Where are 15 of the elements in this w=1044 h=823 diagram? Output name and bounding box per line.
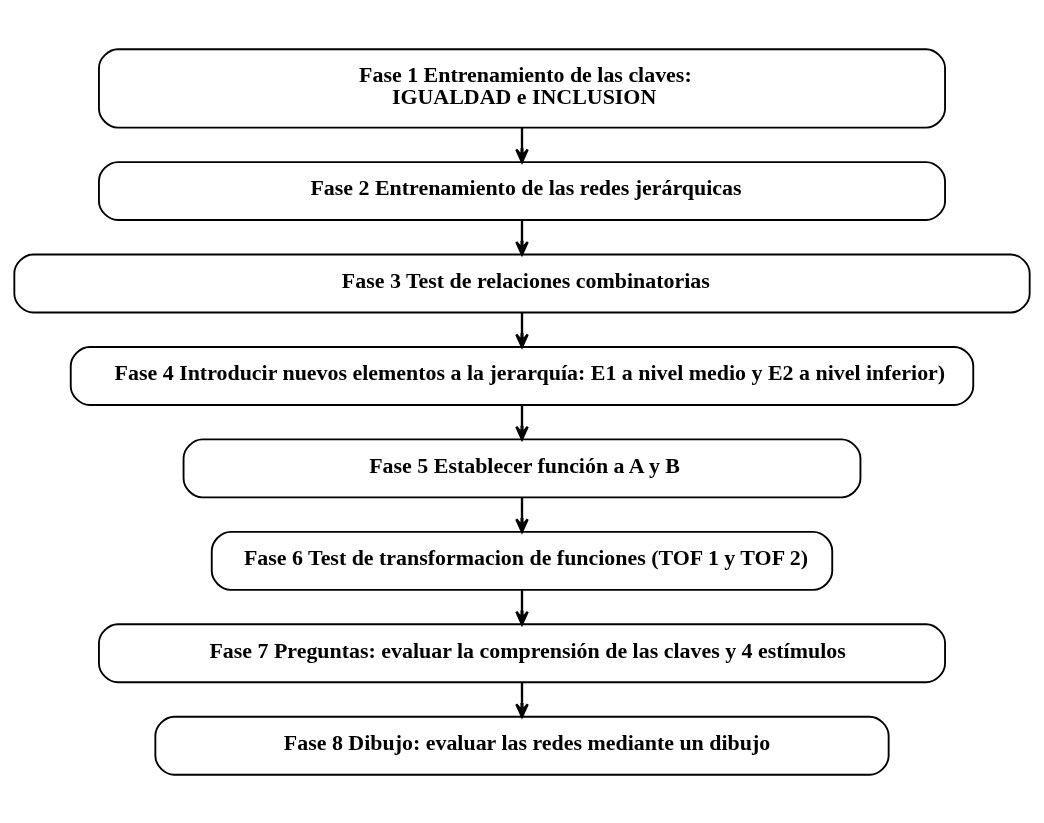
arrow [515,497,529,533]
node-box: Fase 5 Establecer función a A y B [182,438,862,498]
node-box: Fase 1 Entrenamiento de las claves: IGUALDAD e INCLUSION [98,47,946,129]
arrow [515,312,529,348]
arrow [515,404,529,441]
node-box: Fase 2 Entrenamiento de las redes jerárquicas [98,160,946,221]
node-box: Fase 7 Preguntas: evaluar la comprensión de las claves y 4 estímulos [98,622,946,683]
arrow [515,127,529,163]
node-box: Fase 4 Introducir nuevos elementos a la jerarquía: E1 a nivel medio y E2 a nivel inferior) [69,345,975,406]
arrow [515,589,529,625]
node-box: Fase 8 Dibujo: evaluar las redes mediante un dibujo [154,715,890,776]
arrow [515,219,529,256]
node-box: Fase 6 Test de transformacion de funciones (TOF 1 y TOF 2) [210,530,834,591]
node-box: Fase 3 Test de relaciones combinatorias [13,253,1031,313]
arrow [515,682,529,718]
